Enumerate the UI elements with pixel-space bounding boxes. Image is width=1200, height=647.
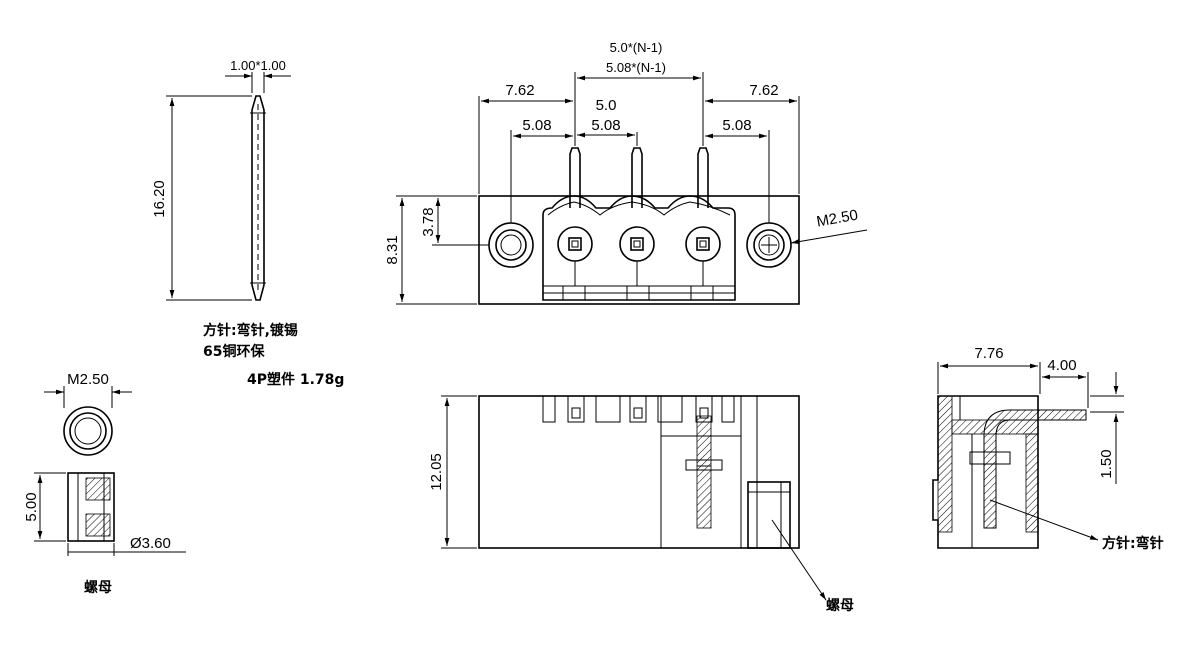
side-view: 7.76 4.00 1.50 — [932, 345, 1124, 549]
side-pin-label: 方针:弯针 — [1102, 536, 1164, 552]
pitch-a-dim: 5.0 — [596, 97, 617, 114]
right-offset-dim: 7.62 — [749, 82, 778, 99]
pin-note-line3: 4P塑件 1.78g — [247, 372, 345, 388]
pin-length-dim: 16.20 — [151, 180, 168, 218]
nut-label: 螺母 — [84, 580, 112, 596]
pin-note-line1: 方针:弯针,镀锡 — [203, 323, 298, 339]
pitch-top1: 5.0*(N-1) — [610, 40, 663, 55]
nut-view: M2.50 5.00 Ø3.60 — [23, 371, 186, 556]
left-offset-dim: 7.62 — [505, 82, 534, 99]
body-height-dim: 8.31 — [384, 235, 401, 264]
pin-width-dim: 1.00*1.00 — [230, 58, 286, 73]
nut-thread-dim: M2.50 — [67, 371, 109, 388]
nut-dia-dim: Ø3.60 — [130, 535, 171, 552]
side-width-dim: 7.76 — [974, 345, 1003, 362]
bottom-view: 12.05 — [428, 395, 827, 601]
pitch-top2: 5.08*(N-1) — [606, 60, 666, 75]
pin-view: 1.00*1.00 16.20 — [151, 58, 291, 301]
hole-height-dim: 3.78 — [420, 207, 437, 236]
side-offset-dim: 4.00 — [1047, 357, 1076, 374]
pin-note-line2: 65铜环保 — [203, 344, 265, 360]
front-view: 5.0*(N-1) 5.08*(N-1) 7.62 7.62 5.0 5.08 … — [384, 40, 868, 305]
bottom-nut-label: 螺母 — [826, 598, 854, 614]
screw-dim: M2.50 — [815, 207, 859, 231]
pitch-b-dim: 5.08 — [591, 117, 620, 134]
pin-outline — [251, 95, 265, 301]
left-pitch-dim: 5.08 — [522, 117, 551, 134]
side-height-dim: 1.50 — [1098, 449, 1115, 478]
bottom-height-dim: 12.05 — [428, 453, 445, 491]
right-pitch-dim: 5.08 — [722, 117, 751, 134]
nut-height-dim: 5.00 — [23, 492, 40, 521]
